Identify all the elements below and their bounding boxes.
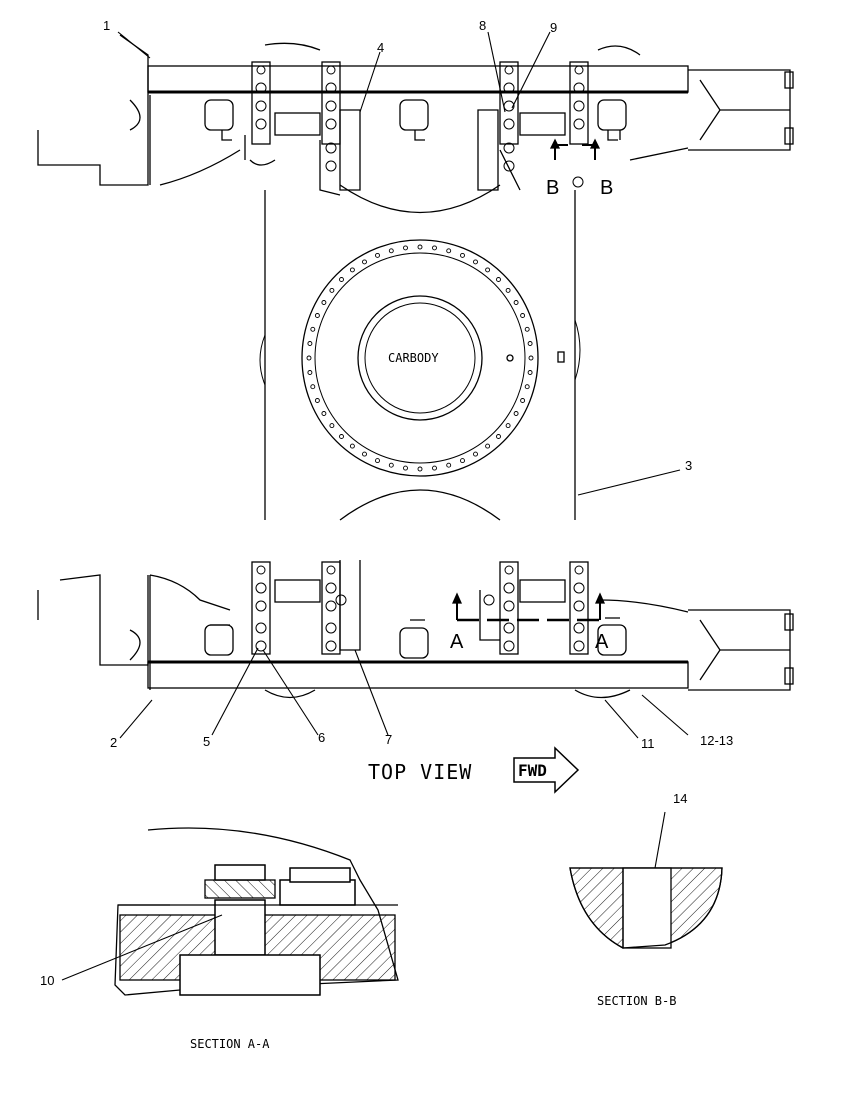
ring-bolt-hole [314,398,320,403]
ring-bolt-hole [524,384,530,390]
ring-bolt-hole [321,300,327,305]
ring-bolt-hole [388,248,394,254]
section-b-b-view [569,867,723,949]
ring-bolt-hole [473,451,478,457]
callout-8: 8 [479,18,486,33]
ring-bolt-hole [388,462,394,468]
ring-bolt-hole [527,370,533,375]
callout-2: 2 [110,735,117,750]
ring-bolt-hole [310,326,316,332]
carbody-label: CARBODY [388,351,439,365]
ring-bolt-hole [362,259,367,265]
callout-4: 4 [377,40,384,55]
ring-bolt-hole [446,248,452,254]
ring-bolt-hole [473,259,478,265]
ring-bolt-hole [485,267,491,273]
ring-bolt-hole [339,434,344,439]
ring-bolt-hole [339,277,344,282]
leader-10 [61,914,223,981]
ring-bolt-hole [524,326,530,332]
upper-track-frame [37,34,794,214]
ring-bolt-hole [527,341,533,346]
ring-bolt-hole [496,434,501,439]
section-a-a-label: SECTION A-A [190,1037,270,1051]
section-a-a-view [114,827,399,996]
ring-bolt-hole [375,252,380,258]
callout-6: 6 [318,730,325,745]
ring-bolt-hole [496,277,501,282]
ring-bolt-hole [349,267,355,273]
ring-bolt-hole [362,451,367,457]
ring-bolt-hole [417,244,423,250]
ring-bolt-hole [520,313,526,318]
ring-bolt-hole [528,355,534,361]
ring-bolt-hole [460,252,465,258]
callout-7: 7 [385,732,392,747]
upper-bolts [255,65,585,188]
ring-bolt-hole [329,287,335,293]
ring-bolt-hole [310,384,316,390]
carbody-section [259,190,581,521]
section-b-letter-left: B [546,177,559,199]
ring-bolt-hole [432,245,437,251]
section-a-letter-right: A [595,631,609,653]
fwd-arrow: FWD [513,746,580,794]
ring-bolt-hole [485,443,491,449]
callout-14: 14 [673,791,687,806]
callout-9: 9 [550,20,557,35]
lower-bolts [255,565,585,652]
ring-bolt-hole [307,370,313,375]
ring-bolt-hole [329,423,335,429]
ring-bolt-hole [505,287,511,293]
ring-bolt-hole [513,411,519,416]
section-b-b-label: SECTION B-B [597,994,676,1008]
ring-bolt-hole [403,465,408,471]
ring-bolt-hole [403,245,408,251]
ring-bolt-hole [349,443,355,449]
lower-track-frame [37,560,794,699]
top-view-title: TOP VIEW [368,760,472,784]
ring-bolt-hole [446,462,452,468]
ring-bolt-hole [505,423,511,429]
callout-12-13: 12-13 [700,733,733,748]
leader-14 [654,811,666,869]
ring-bolt-hole [375,458,380,464]
callout-10: 10 [40,973,54,988]
ring-bolt-hole [432,465,437,471]
callout-11: 11 [641,736,655,751]
section-a-letter-left: A [450,631,464,653]
ring-bolt-hole [513,300,519,305]
ring-bolt-hole [314,313,320,318]
section-b-letter-right: B [600,177,613,199]
callout-1: 1 [103,18,110,33]
ring-bolt-hole [307,341,313,346]
ring-bolt-hole [306,355,312,361]
ring-bolt-hole [520,398,526,403]
ring-bolt-hole [321,411,327,416]
leader-lines [117,31,689,739]
ring-bolt-hole [460,458,465,464]
fwd-label: FWD [518,761,547,780]
ring-bolt-holes [306,244,534,472]
ring-bolt-hole [417,466,423,472]
callout-3: 3 [685,458,692,473]
callout-5: 5 [203,734,210,749]
